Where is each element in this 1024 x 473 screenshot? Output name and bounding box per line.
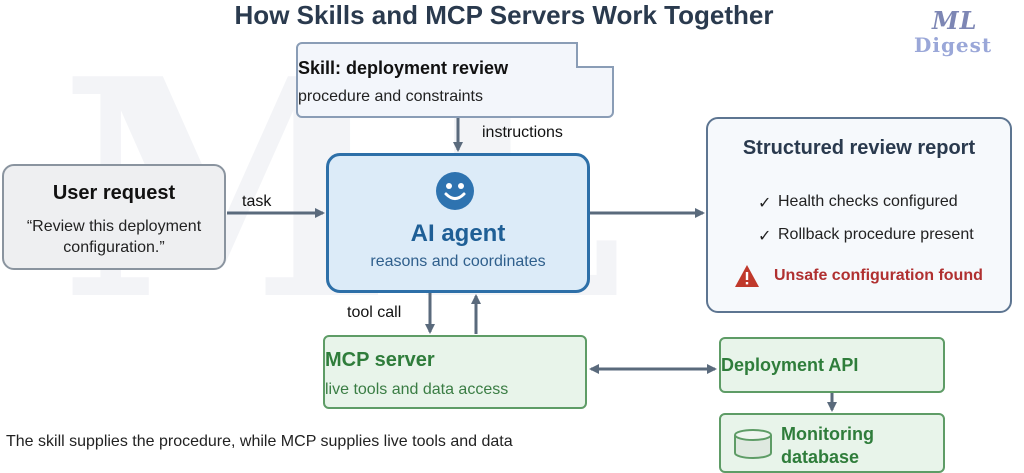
ai-agent-subtitle: reasons and coordinates — [370, 253, 546, 270]
review-report-box: Structured review report ✓ Health checks… — [706, 117, 1012, 313]
ai-agent-title: AI agent — [410, 220, 506, 247]
deployment-api-title: Deployment API — [721, 355, 859, 375]
skill-title: Skill: deployment review — [298, 58, 509, 78]
ai-agent-box: AI agent reasons and coordinates — [326, 153, 590, 293]
tool-call-label: tool call — [347, 304, 402, 321]
database-icon — [734, 429, 772, 459]
task-label: task — [242, 193, 272, 210]
monitoring-database-title: Monitoring database — [781, 424, 874, 467]
deployment-api-box: Deployment API — [719, 337, 945, 393]
report-check-label: Health checks configured — [778, 193, 958, 210]
folded-corner — [576, 42, 614, 68]
mcp-subtitle: live tools and data access — [325, 381, 509, 398]
report-title: Structured review report — [742, 137, 976, 159]
report-check-label: Rollback procedure present — [778, 226, 974, 243]
diagram-title: How Skills and MCP Servers Work Together — [234, 0, 774, 30]
smiley-face-icon — [436, 172, 474, 210]
user-request-title: User request — [52, 182, 176, 204]
checkmark-icon: ✓ — [758, 195, 772, 212]
mcp-title: MCP server — [325, 349, 435, 371]
warning-icon — [735, 265, 759, 287]
warning-label: Unsafe configuration found — [774, 267, 983, 284]
instructions-label: instructions — [482, 124, 563, 141]
user-request-text: “Review this deployment configuration.” — [26, 218, 202, 256]
caption: The skill supplies the procedure, while … — [6, 433, 513, 450]
logo-ml-text: ML — [932, 6, 978, 35]
logo-digest-text: Digest — [914, 33, 993, 57]
mcp-server-box: MCP server live tools and data access — [323, 335, 587, 409]
skill-subtitle: procedure and constraints — [298, 88, 483, 105]
checkmark-icon: ✓ — [758, 228, 772, 245]
ml-digest-logo: ML Digest — [910, 6, 1010, 62]
user-request-box: User request “Review this deployment con… — [2, 164, 226, 270]
skill-box: Skill: deployment review procedure and c… — [296, 42, 614, 118]
monitoring-database-box: Monitoring database — [719, 413, 945, 473]
